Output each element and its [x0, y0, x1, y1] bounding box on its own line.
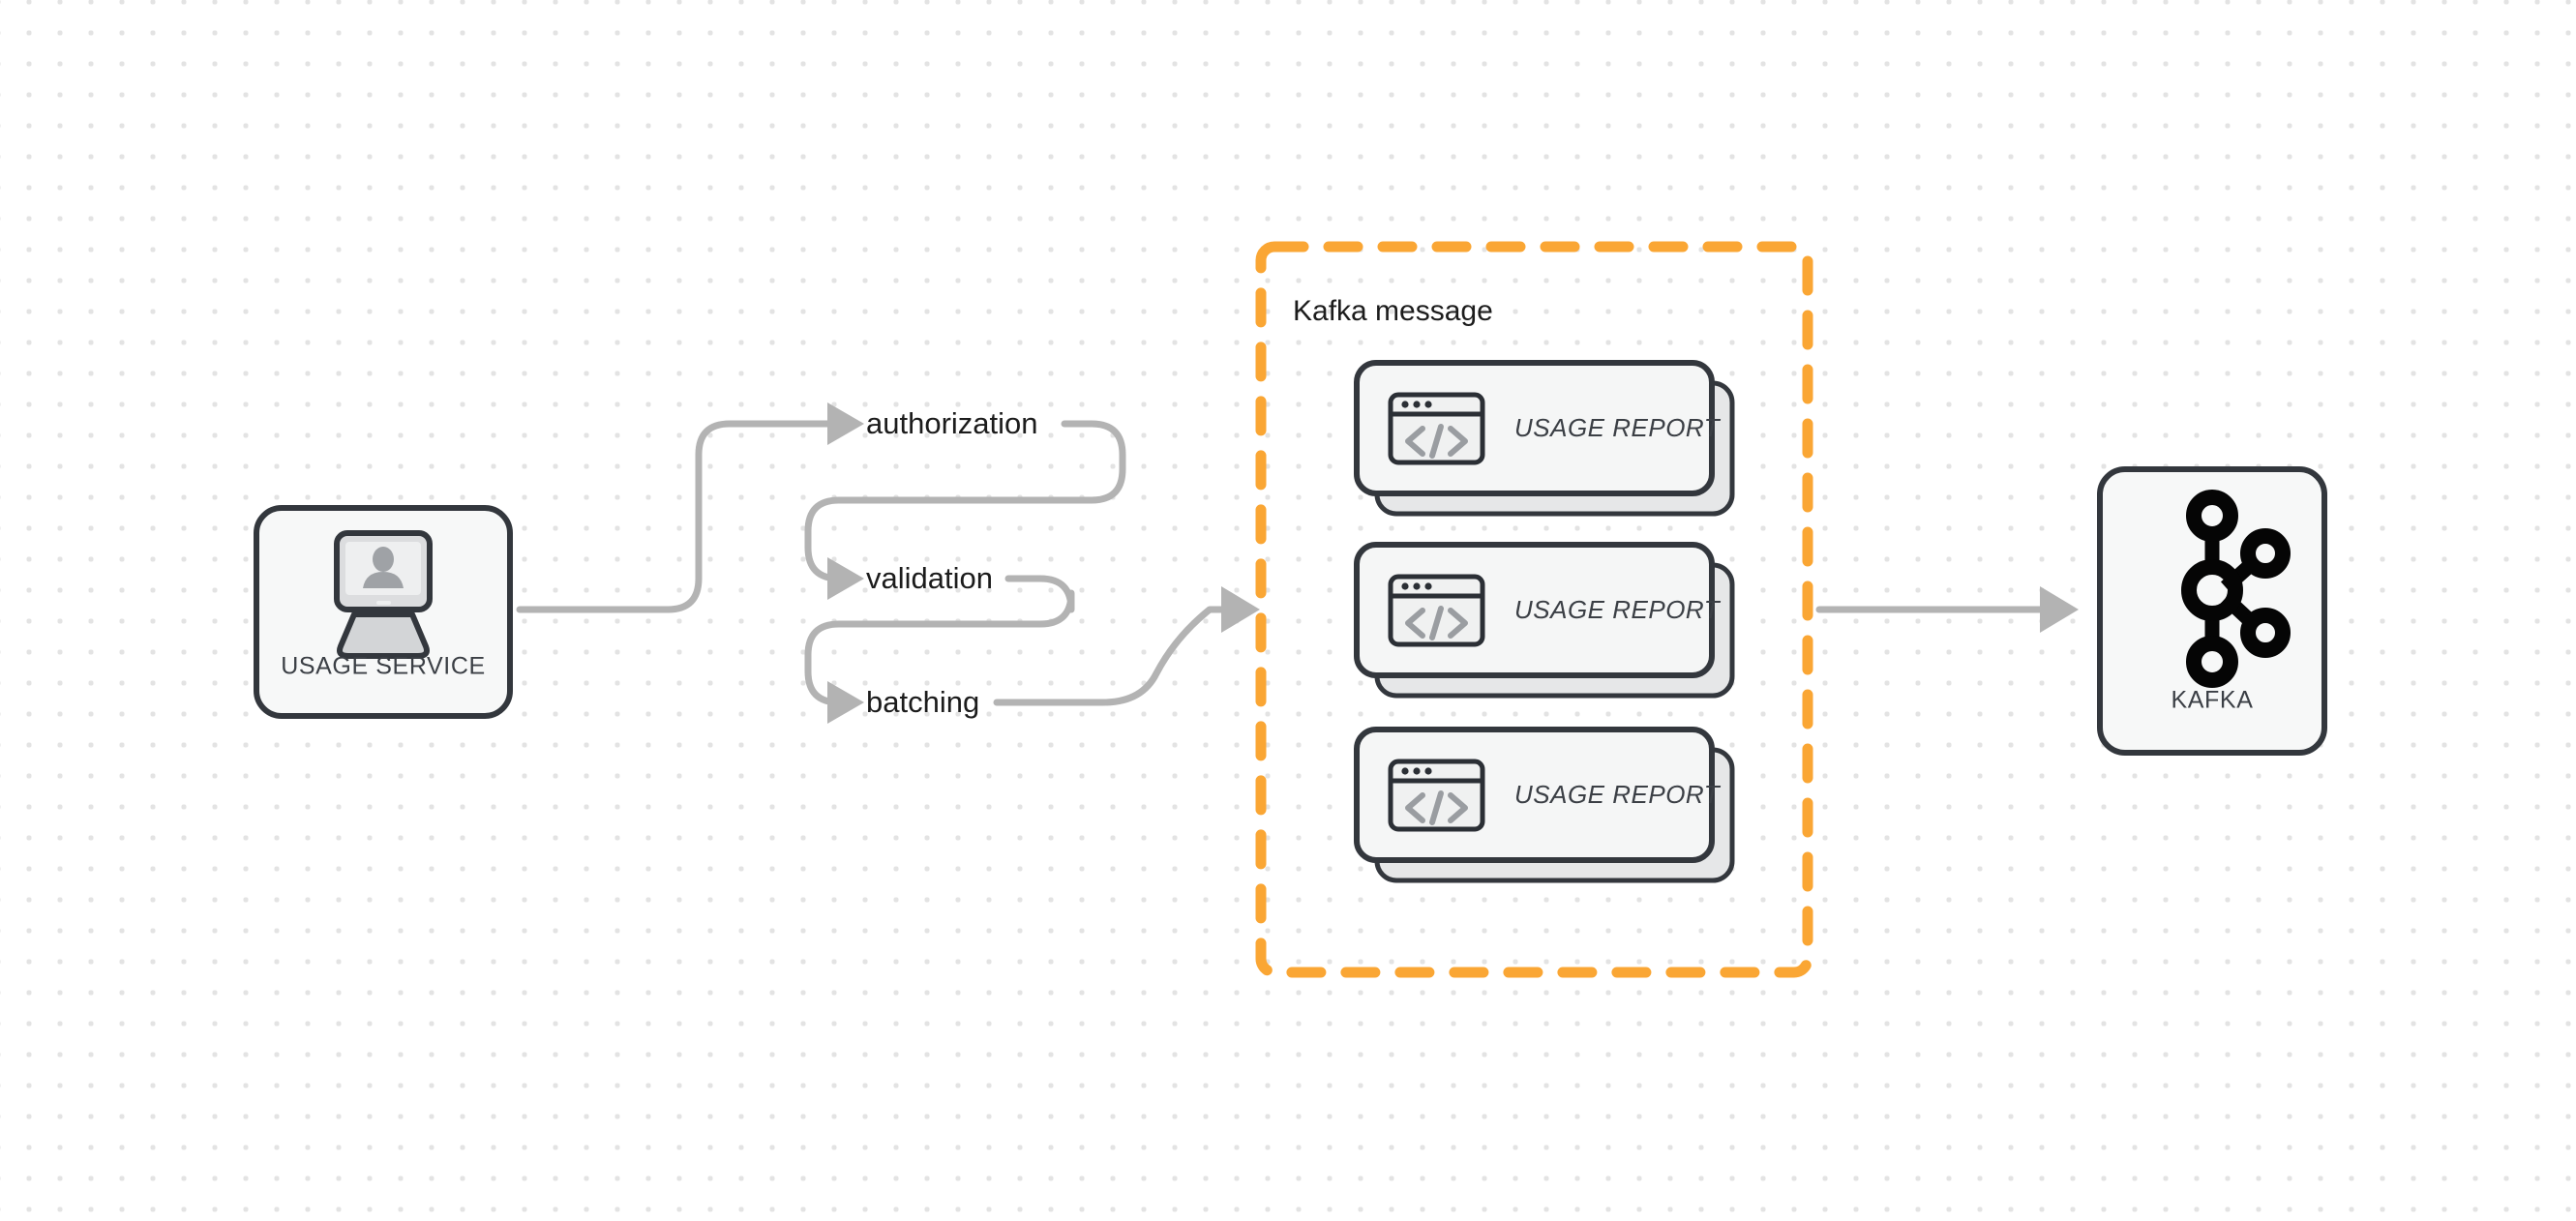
usage-service-label: USAGE SERVICE [281, 653, 486, 680]
arrow-head-validation [827, 557, 864, 600]
edge-usage-service-to-authorization [516, 402, 864, 613]
code-window-icon [1388, 759, 1485, 832]
code-window-icon [1388, 574, 1485, 647]
monitor-user-icon [334, 530, 433, 659]
node-usage-service[interactable]: USAGE SERVICE [254, 505, 513, 719]
kafka-label: KAFKA [2172, 687, 2254, 714]
kafka-message-group[interactable]: Kafka message USAGE REPORT [1255, 241, 1813, 978]
kafka-logo-icon [2181, 490, 2291, 688]
edge-kafka-message-to-kafka [1815, 586, 2079, 633]
arrow-head-batching [827, 681, 864, 724]
edge-batching-to-kafka-message [993, 586, 1260, 706]
usage-report-card-1[interactable]: USAGE REPORT [1354, 360, 1735, 517]
arrow-head-kafka-message [1221, 586, 1260, 633]
code-window-icon [1388, 392, 1485, 465]
usage-report-card-2[interactable]: USAGE REPORT [1354, 542, 1735, 699]
kafka-message-dashed-border [1255, 241, 1813, 978]
kafka-message-title: Kafka message [1293, 295, 1493, 327]
step-label-batching: batching [866, 685, 979, 719]
step-label-validation: validation [866, 561, 993, 595]
edge-validation-to-batching [804, 575, 1075, 724]
node-kafka[interactable]: KAFKA [2097, 466, 2327, 756]
edge-authorization-to-validation [804, 420, 1126, 600]
usage-report-card-3[interactable]: USAGE REPORT [1354, 727, 1735, 883]
usage-report-card-label: USAGE REPORT [1514, 780, 1722, 809]
step-label-authorization: authorization [866, 406, 1038, 440]
arrow-head-kafka [2040, 586, 2079, 633]
usage-report-card-label: USAGE REPORT [1514, 413, 1722, 442]
usage-report-card-label: USAGE REPORT [1514, 595, 1722, 624]
arrow-head-authorization [827, 402, 864, 445]
